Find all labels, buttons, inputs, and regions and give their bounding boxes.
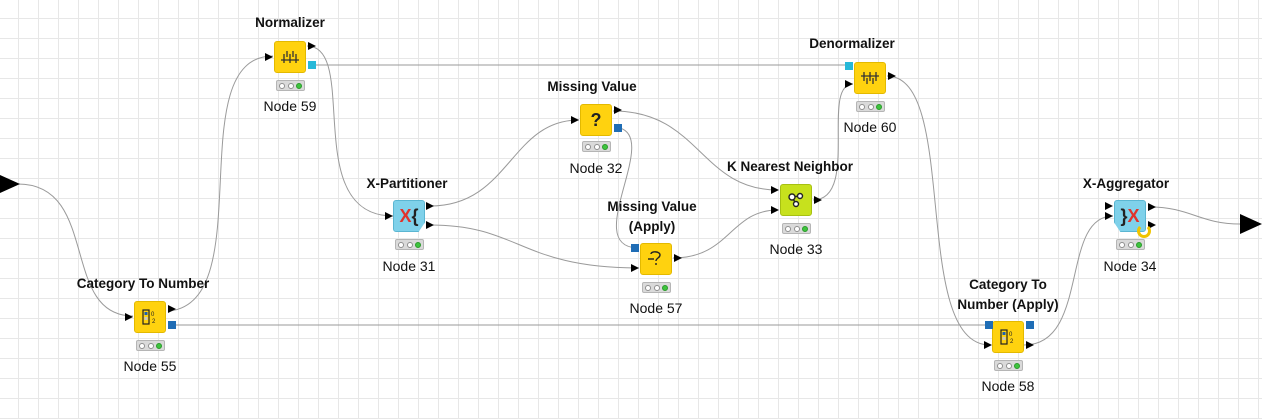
input-port[interactable] <box>265 53 273 61</box>
svg-text:2: 2 <box>1010 339 1014 345</box>
connection-aggregator-to-end <box>1149 206 1241 225</box>
status-traffic-light <box>582 141 611 152</box>
node-title-line1: Missing Value <box>607 199 697 214</box>
output-port[interactable] <box>614 106 622 114</box>
input-port-1[interactable] <box>771 186 779 194</box>
node-title: Missing Value <box>547 79 637 94</box>
node-title-line2: (Apply) <box>628 219 676 234</box>
output-port[interactable] <box>888 72 896 80</box>
workflow-input-arrow-icon <box>0 175 20 193</box>
node-label[interactable]: Node 58 <box>981 378 1035 394</box>
loop-refresh-icon <box>1137 224 1151 238</box>
connection-missing-apply-to-knn <box>672 209 779 259</box>
output-port[interactable] <box>674 254 682 262</box>
output-port[interactable] <box>814 196 822 204</box>
node-label[interactable]: Node 60 <box>843 119 897 135</box>
status-traffic-light <box>136 340 165 351</box>
output-port[interactable] <box>168 305 176 313</box>
cluster-icon[interactable] <box>780 184 812 216</box>
input-port[interactable] <box>125 313 133 321</box>
node-title: X-Aggregator <box>1082 176 1170 191</box>
node-label[interactable]: Node 55 <box>123 358 177 374</box>
status-traffic-light <box>782 223 811 234</box>
input-port[interactable] <box>984 341 992 349</box>
node-title: Normalizer <box>255 15 325 30</box>
status-traffic-light <box>1116 239 1145 250</box>
question-apply-icon[interactable] <box>640 243 672 275</box>
input-port[interactable] <box>571 116 579 124</box>
model-output-port[interactable] <box>1026 321 1034 329</box>
node-label[interactable]: Node 33 <box>769 241 823 257</box>
connection-normalizer-to-partitioner <box>306 45 394 217</box>
output-port-2[interactable] <box>1148 221 1156 229</box>
connection-missing-model-to-apply <box>616 127 640 249</box>
status-traffic-light <box>276 80 305 91</box>
model-output-port[interactable] <box>308 61 316 69</box>
node-title: K Nearest Neighbor <box>726 159 854 174</box>
connection-category-to-normalizer <box>169 55 274 312</box>
connection-category-apply-to-aggregator <box>1023 215 1114 346</box>
denormalizer-icon[interactable] <box>854 62 886 94</box>
node-title: X-Partitioner <box>366 176 448 191</box>
node-title: Category To Number <box>76 276 210 291</box>
output-port[interactable] <box>308 42 316 50</box>
node-label[interactable]: Node 57 <box>629 300 683 316</box>
input-port-1[interactable] <box>1105 202 1113 210</box>
model-input-port[interactable] <box>985 321 993 329</box>
svg-text:2: 2 <box>152 319 156 325</box>
input-port-2[interactable] <box>771 206 779 214</box>
node-label[interactable]: Node 59 <box>263 98 317 114</box>
node-label[interactable]: Node 34 <box>1103 258 1157 274</box>
status-traffic-light <box>395 239 424 250</box>
connection-denormalizer-to-category-apply <box>886 75 991 346</box>
status-traffic-light <box>994 360 1023 371</box>
model-output-port[interactable] <box>168 321 176 329</box>
node-title-line1: Category To <box>969 277 1047 292</box>
input-port-2[interactable] <box>1105 212 1113 220</box>
connection-knn-to-denormalizer <box>812 83 854 201</box>
status-traffic-light <box>642 282 671 293</box>
svg-text:0: 0 <box>1009 332 1013 338</box>
node-title-line2: Number (Apply) <box>957 297 1059 312</box>
svg-text:0: 0 <box>151 312 155 318</box>
connection-missing-to-knn <box>612 110 779 191</box>
node-label[interactable]: Node 32 <box>569 160 623 176</box>
model-input-port[interactable] <box>845 62 853 70</box>
input-port[interactable] <box>631 264 639 272</box>
output-port-1[interactable] <box>426 202 434 210</box>
output-port[interactable] <box>1026 341 1034 349</box>
input-port[interactable] <box>385 212 393 220</box>
input-port[interactable] <box>845 80 853 88</box>
model-input-port[interactable] <box>631 244 639 252</box>
model-output-port[interactable] <box>614 124 622 132</box>
node-label[interactable]: Node 31 <box>382 258 436 274</box>
workflow-output-arrow-icon <box>1240 214 1262 234</box>
question-mark-icon[interactable]: ? <box>580 104 612 136</box>
output-port-2[interactable] <box>426 221 434 229</box>
connection-partitioner-to-missing <box>429 119 580 207</box>
node-title: Denormalizer <box>809 36 895 51</box>
x-partition-icon[interactable]: X{ <box>393 200 425 232</box>
status-traffic-light <box>856 101 885 112</box>
output-port-1[interactable] <box>1148 203 1156 211</box>
connection-partitioner-to-missing-apply <box>429 224 640 269</box>
normalizer-icon[interactable] <box>274 41 306 73</box>
connection-start-to-category <box>17 183 134 317</box>
